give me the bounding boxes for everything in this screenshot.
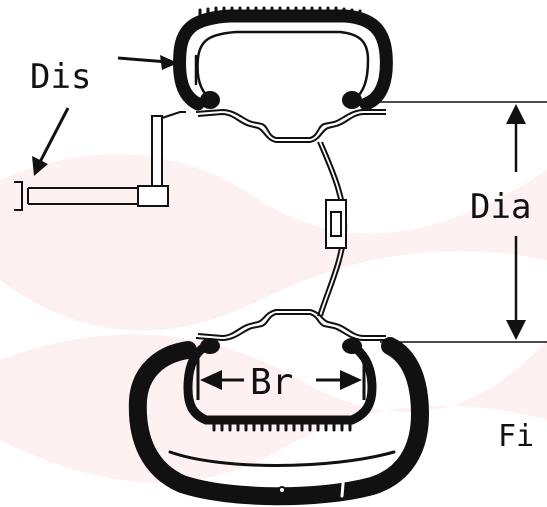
dia-dimension <box>370 101 547 343</box>
lower-tread <box>212 420 352 432</box>
dis-pointer-arrow <box>117 55 178 70</box>
lower-tire <box>128 337 430 506</box>
br-dimension <box>196 358 366 400</box>
label-dia: Dia <box>470 187 531 227</box>
lower-left-bead <box>200 338 220 354</box>
lower-right-bead <box>342 338 362 354</box>
upper-left-bead <box>200 91 220 109</box>
valve-block <box>325 199 347 249</box>
upper-right-bead <box>342 91 362 109</box>
distance-gauge-arm <box>14 111 186 211</box>
upper-tread <box>198 6 362 19</box>
label-figure: Fi <box>498 419 534 454</box>
label-br: Br <box>250 362 293 403</box>
upper-tire <box>173 6 393 111</box>
dis-gauge-arrow <box>32 107 70 176</box>
label-dis: Dis <box>30 57 91 97</box>
